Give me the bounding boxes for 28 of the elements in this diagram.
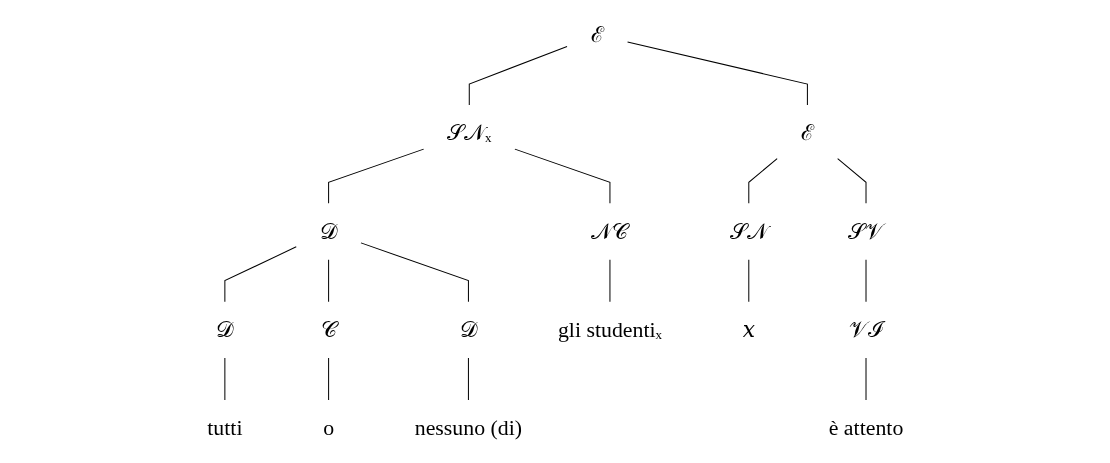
node-text: 𝒟 [459,317,477,342]
connector [467,357,469,401]
node-text: 𝒟 [215,317,234,342]
node-text: ℰ [590,22,604,48]
connector [468,45,568,106]
node-text: ℰ [800,121,814,146]
node-text: nessuno (di) [414,415,522,441]
node-text: o [322,415,334,441]
node-text: 𝒩𝒞 [591,219,629,244]
connector [626,41,808,106]
node-text: 𝒟 [319,219,338,244]
node-text: 𝒮𝒩ₓ [446,121,492,146]
node-text: è attento [828,415,904,441]
connector [327,357,329,401]
node-text: 𝒮𝒱 [848,219,884,244]
node-text: tutti [206,415,243,441]
node-text: 𝑥 [742,317,755,342]
connector [748,259,749,303]
connector [836,158,867,204]
connector [327,259,329,303]
connector [327,148,424,204]
connector [514,148,611,204]
connector [748,158,778,204]
node-text: gli studentiₓ [557,317,662,342]
connector [224,246,297,303]
node-text: 𝒞 [320,317,337,342]
node-text: 𝒱ℐ [848,317,883,342]
connector [360,242,469,303]
